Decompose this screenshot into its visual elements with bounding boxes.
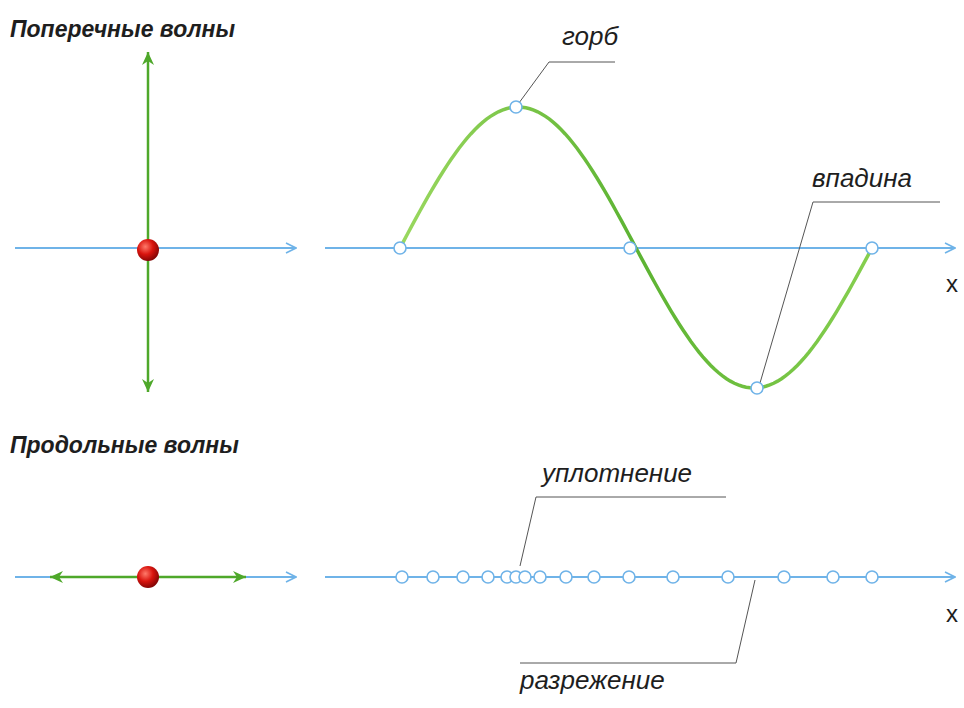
section-heading: Продольные волны <box>10 432 239 458</box>
medium-point <box>866 571 878 583</box>
medium-point <box>510 101 522 113</box>
medium-point <box>534 571 546 583</box>
oscillation-arrow <box>147 52 150 250</box>
leader-line <box>520 580 755 663</box>
oscillation-arrow <box>50 576 148 579</box>
medium-point <box>427 571 439 583</box>
medium-point <box>457 571 469 583</box>
leader-line <box>760 202 940 383</box>
medium-point <box>667 571 679 583</box>
medium-point <box>560 571 572 583</box>
medium-point <box>751 382 763 394</box>
axis-label: x <box>946 270 958 298</box>
medium-point <box>394 242 406 254</box>
leader-line <box>516 62 615 107</box>
medium-point <box>396 571 408 583</box>
callout-label: горб <box>562 22 618 52</box>
callout-label: впадина <box>812 164 912 194</box>
x-axis <box>325 576 955 578</box>
leader-line <box>520 497 726 566</box>
particle-ball <box>137 239 159 261</box>
medium-point <box>827 571 839 583</box>
medium-point <box>722 571 734 583</box>
medium-point <box>778 571 790 583</box>
medium-point <box>482 571 494 583</box>
medium-point <box>866 242 878 254</box>
medium-point <box>519 571 531 583</box>
section-heading: Поперечные волны <box>10 16 235 42</box>
oscillation-arrow <box>148 576 246 579</box>
oscillation-arrow <box>147 250 150 392</box>
x-axis <box>325 247 955 249</box>
medium-point <box>623 571 635 583</box>
transverse-wave <box>400 107 872 388</box>
callout-label: уплотнение <box>542 459 692 489</box>
callout-label: разрежение <box>520 666 665 696</box>
axis-label: x <box>946 600 958 628</box>
particle-ball <box>137 566 159 588</box>
medium-point <box>624 242 636 254</box>
medium-point <box>588 571 600 583</box>
